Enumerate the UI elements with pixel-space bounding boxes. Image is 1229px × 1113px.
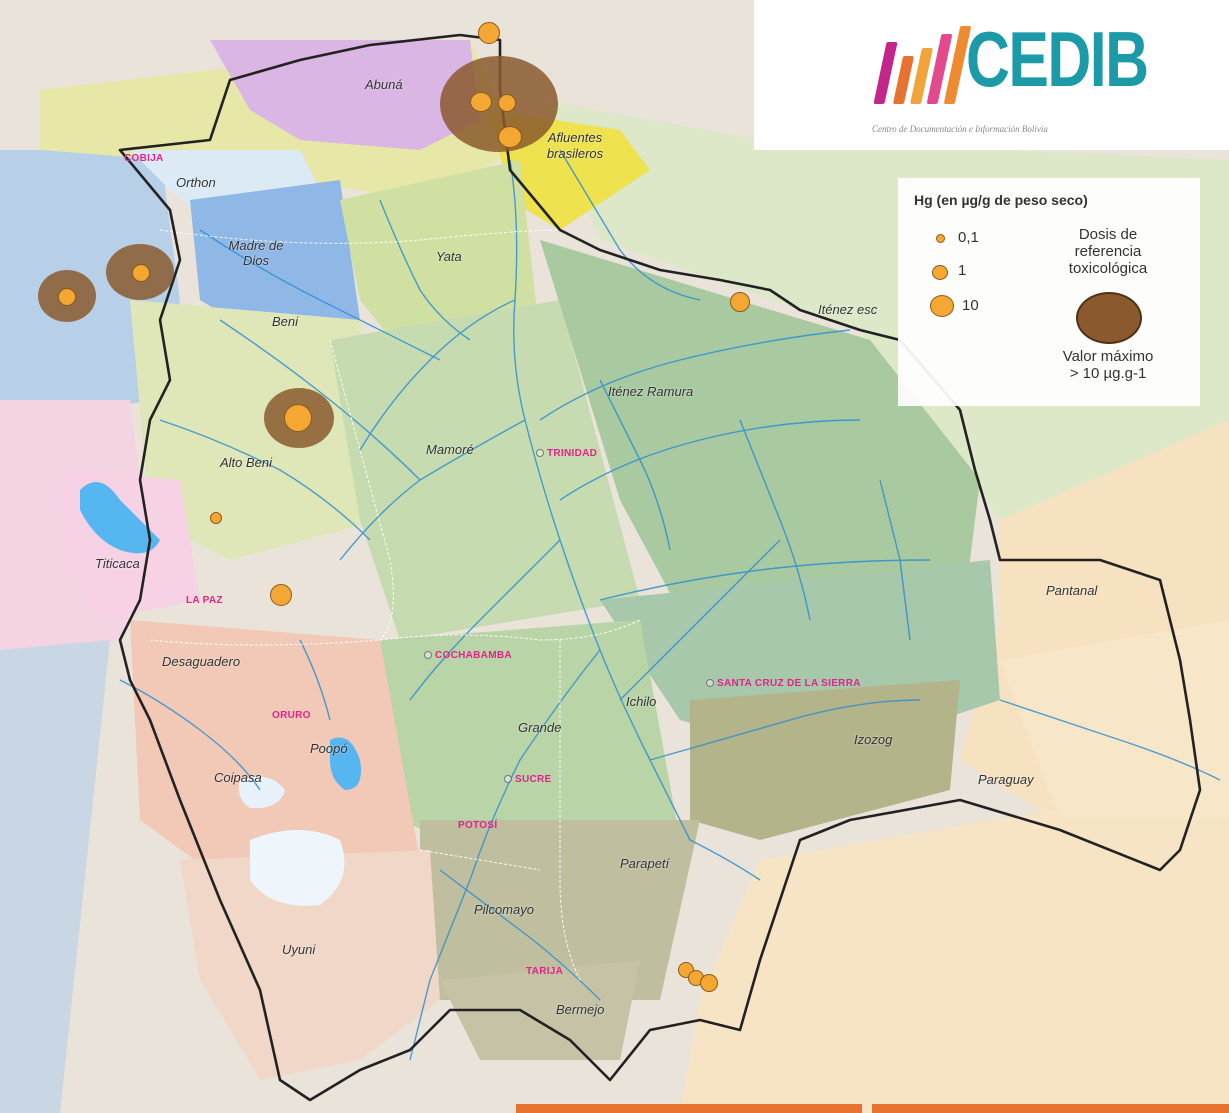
logo-wordmark: CEDIB	[966, 15, 1149, 103]
basin-label-grande: Grande	[518, 720, 562, 735]
hg-marker	[284, 404, 312, 432]
legend-dose-label: Dosis de referencia toxicológica	[1058, 226, 1158, 277]
cedib-logo: CEDIB Centro de Documentación e Informac…	[754, 0, 1229, 150]
hg-marker	[470, 92, 492, 112]
hg-marker	[730, 292, 750, 312]
city-label-tarija: TARIJA	[526, 966, 563, 977]
legend-swatch-small	[936, 234, 945, 243]
max-line: Valor máximo	[1062, 348, 1154, 365]
salar-uyuni	[250, 830, 345, 906]
city-marker	[424, 651, 432, 660]
city-name: COBIJA	[124, 153, 164, 164]
city-label-cochabamba: COCHABAMBA	[424, 650, 512, 661]
logo-tagline: Centro de Documentación e Información Bo…	[872, 124, 1048, 134]
basin-grande-area	[380, 620, 680, 880]
lake-poopo	[330, 737, 361, 790]
legend-swatch-large	[930, 295, 954, 317]
bottom-bar-right	[872, 1104, 1229, 1113]
basin-pilcomayo-area	[420, 820, 700, 1000]
city-marker	[504, 775, 512, 784]
basin-label-paraguay: Paraguay	[978, 772, 1034, 787]
legend-max-swatch	[1076, 292, 1142, 344]
river-network	[119, 149, 1221, 1061]
city-name: TARIJA	[526, 966, 564, 977]
city-name: SUCRE	[515, 774, 552, 785]
hg-marker	[498, 94, 516, 112]
basin-label-titicaca: Titicaca	[95, 556, 140, 571]
dose-line: referencia	[1074, 243, 1142, 260]
dose-line: toxicológica	[1068, 260, 1148, 277]
city-marker	[536, 449, 544, 458]
city-marker	[706, 679, 714, 688]
basin-madre-de-dios-area	[190, 180, 360, 330]
basin-bermejo-area	[440, 960, 640, 1060]
legend-value-small: 0,1	[958, 229, 979, 246]
city-label-cobija: COBIJA	[124, 153, 164, 164]
national-border	[118, 33, 1202, 1102]
bottom-bar-left	[516, 1104, 862, 1113]
legend: Hg (en µg/g de peso seco) 0,1 1 10 Dosis…	[898, 178, 1200, 406]
department-boundaries	[149, 229, 641, 981]
city-name: TRINIDAD	[547, 448, 598, 459]
city-name: ORURO	[272, 710, 311, 721]
basin-label-pilcomayo: Pilcomayo	[474, 902, 534, 917]
basin-label-beni: Beni	[272, 314, 299, 329]
basin-label-uyuni: Uyuni	[282, 942, 316, 957]
legend-value-medium: 1	[958, 262, 967, 279]
hg-marker	[270, 584, 292, 606]
logo-bars	[873, 20, 972, 104]
legend-max-label: Valor máximo > 10 µg.g-1	[1028, 348, 1188, 382]
dose-line: Dosis de	[1078, 226, 1138, 243]
basin-label-bermejo: Bermejo	[556, 1002, 605, 1017]
max-line: > 10 µg.g-1	[1069, 365, 1147, 382]
lake-titicaca	[80, 482, 160, 554]
basin-label-ichilo: Ichilo	[626, 694, 657, 709]
city-label-potosi: POTOSÍ	[458, 820, 497, 831]
basin-label-poopo: Poopó	[310, 741, 348, 756]
basin-label-itenez-esc: Iténez esc	[818, 302, 878, 317]
hg-marker	[210, 512, 222, 524]
basin-poopo-area	[130, 620, 420, 900]
city-label-oruro: ORURO	[272, 710, 311, 721]
hg-marker	[700, 974, 718, 992]
hg-marker	[498, 126, 522, 148]
basin-yata-area	[340, 160, 540, 350]
city-label-la-paz: LA PAZ	[186, 595, 223, 606]
basin-label-desaguadero: Desaguadero	[162, 654, 241, 669]
basin-paraguay-area	[1000, 620, 1229, 820]
hg-marker	[478, 22, 500, 44]
hg-marker	[58, 288, 76, 306]
basin-label-afluentes: Afluentes brasileros	[546, 130, 604, 161]
basin-uyuni-area	[180, 850, 440, 1080]
legend-swatch-medium	[932, 265, 948, 280]
city-name: COCHABAMBA	[435, 650, 512, 661]
basin-label-abuna: Abuná	[365, 77, 403, 92]
city-label-santa-cruz: SANTA CRUZ DE LA SIERRA	[706, 678, 861, 689]
legend-value-large: 10	[962, 297, 979, 314]
basin-izozog-area	[690, 680, 960, 840]
pacific-region	[0, 640, 110, 1113]
legend-title: Hg (en µg/g de peso seco)	[914, 192, 1088, 208]
hg-marker	[132, 264, 150, 282]
basin-label-mamore: Mamoré	[426, 442, 474, 457]
basin-label-coipasa: Coipasa	[214, 770, 262, 785]
city-name: LA PAZ	[186, 595, 223, 606]
basin-label-orthon: Orthon	[176, 175, 216, 190]
basin-label-izozog: Izozog	[854, 732, 893, 747]
city-name: SANTA CRUZ DE LA SIERRA	[717, 678, 861, 689]
city-name: POTOSÍ	[458, 820, 498, 831]
salar-coipasa	[238, 776, 285, 809]
basin-itenez-area	[540, 240, 980, 640]
paraguay-region	[680, 780, 1229, 1113]
city-label-sucre: SUCRE	[504, 774, 552, 785]
basin-label-itenez-ramura: Iténez Ramura	[608, 384, 694, 399]
basin-label-pantanal: Pantanal	[1046, 583, 1098, 598]
basin-label-madre-de-dios: Madre de Dios	[228, 238, 284, 268]
basin-label-alto-beni: Alto Beni	[220, 455, 273, 470]
basin-label-parapeti: Parapetí	[620, 856, 670, 871]
city-label-trinidad: TRINIDAD	[536, 448, 597, 459]
basin-label-yata: Yata	[436, 249, 462, 264]
